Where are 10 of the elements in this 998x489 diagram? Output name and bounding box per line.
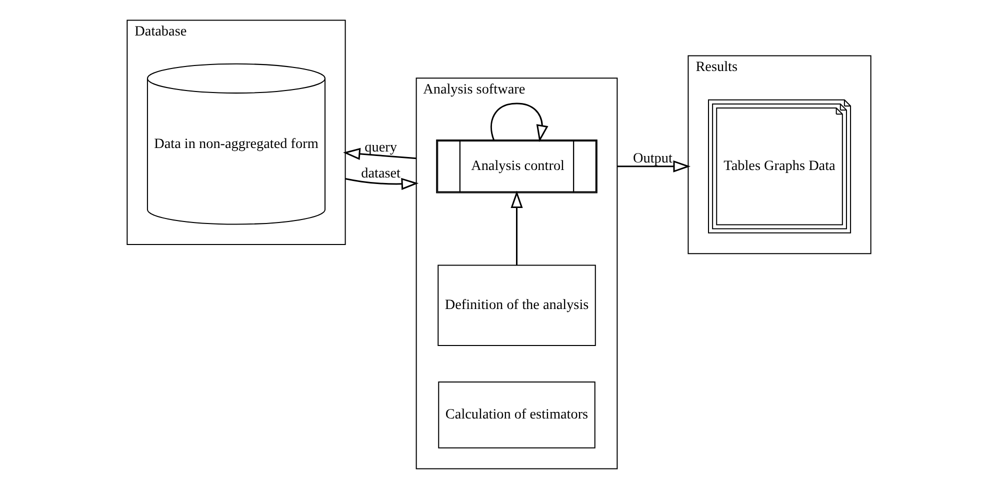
edge-label: Output xyxy=(632,150,672,167)
arrow xyxy=(510,190,523,266)
arrow xyxy=(345,178,419,190)
node-box: Definition of the analysis xyxy=(438,264,596,346)
node-box: Calculation of estimators xyxy=(438,381,596,448)
arrow xyxy=(490,102,548,142)
arrow xyxy=(617,160,691,172)
edge-label: query xyxy=(364,139,397,156)
arrow xyxy=(343,148,416,160)
edge-label: dataset xyxy=(361,166,400,182)
